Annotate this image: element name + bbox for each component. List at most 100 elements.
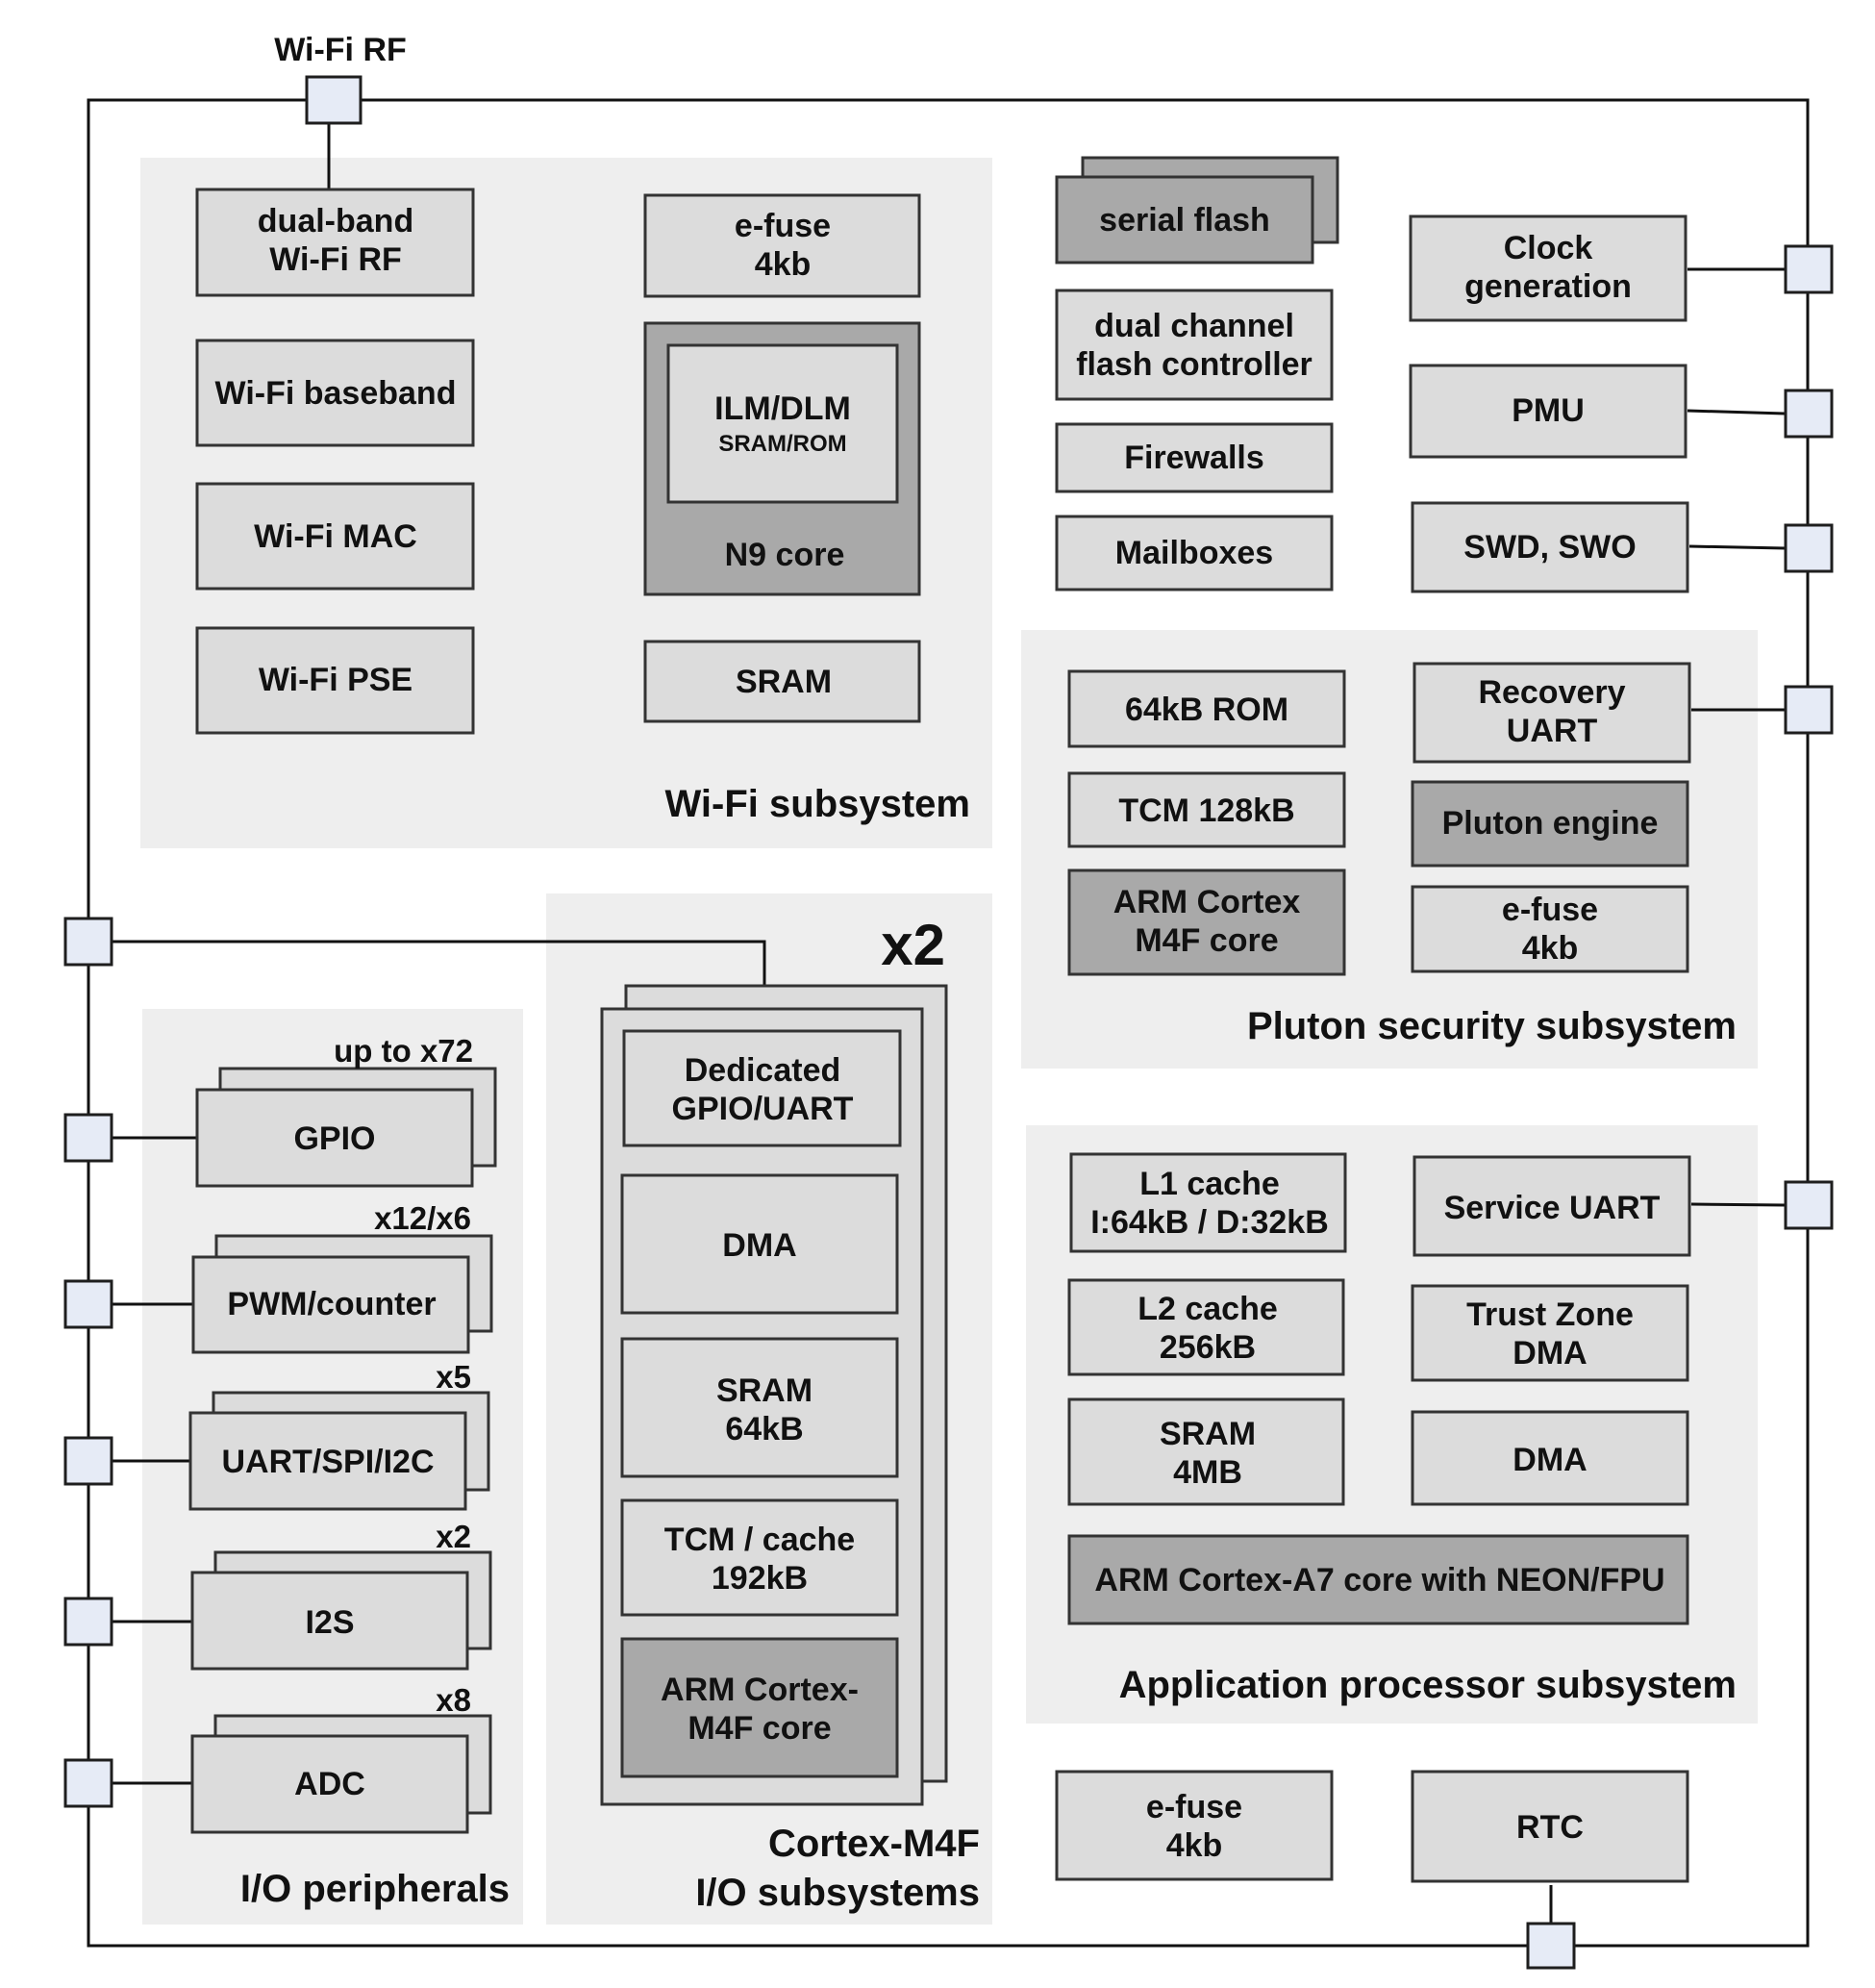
m4f-tcm-box (620, 1498, 899, 1617)
pwm-multiplier: x12/x6 (374, 1200, 471, 1236)
dedicated-gpio-uart-box (622, 1029, 902, 1147)
app-sram-box (1067, 1397, 1345, 1506)
wifi-baseband-box (195, 339, 475, 447)
service-uart-pad (1784, 1180, 1834, 1230)
serial-flash-label: serial flash (1099, 202, 1270, 239)
gpio-multiplier: up to x72 (334, 1033, 473, 1069)
l2-cache-box (1067, 1278, 1345, 1376)
pluton-tcm-box (1067, 771, 1346, 848)
m4f-arm-label: ARM Cortex-M4F core (661, 1672, 859, 1747)
swd-wire (1688, 544, 1786, 550)
l1-cache-box (1069, 1152, 1347, 1253)
app-subsystem-title: Application processor subsystem (1119, 1664, 1737, 1706)
i2s-multiplier: x2 (436, 1519, 471, 1554)
pwm-box (191, 1255, 470, 1354)
clock-generation-box (1409, 214, 1688, 322)
service-uart-wire (1690, 1202, 1786, 1207)
mailboxes-label: Mailboxes (1115, 535, 1273, 571)
pluton-tcm-label: TCM 128kB (1118, 793, 1294, 829)
app-dma-label: DMA (1512, 1442, 1587, 1478)
io-peripherals-title: I/O peripherals (240, 1868, 510, 1910)
wifi-efuse-box (643, 193, 921, 298)
swd-swo-label: SWD, SWO (1463, 529, 1636, 566)
swd-swo-box (1411, 501, 1689, 593)
dedicated-gpio-pad (63, 917, 113, 967)
wifi-pse-box (195, 626, 475, 735)
chip-outline (87, 98, 1810, 1948)
m4f-dma-box (620, 1173, 899, 1315)
firewalls-label: Firewalls (1124, 440, 1264, 476)
wifi-baseband-label: Wi-Fi baseband (215, 375, 457, 412)
wifi-mac-box (195, 482, 475, 591)
pluton-rom-box (1067, 669, 1346, 748)
ilm-dlm-sub-label: SRAM/ROM (718, 431, 846, 457)
rtc-pad (1526, 1922, 1576, 1970)
uart-spi-multiplier: x5 (436, 1359, 471, 1395)
dual-band-wifi-rf-box (195, 188, 475, 297)
pluton-rom-label: 64kB ROM (1125, 692, 1288, 728)
pmu-box (1409, 364, 1688, 459)
gpio-box (195, 1088, 474, 1188)
wifi-subsystem-title: Wi-Fi subsystem (665, 783, 970, 825)
i2s-pad (63, 1597, 113, 1647)
wifi-mac-label: Wi-Fi MAC (254, 518, 417, 555)
adc-label: ADC (294, 1766, 365, 1802)
service-uart-box (1412, 1155, 1691, 1257)
pwm-label: PWM/counter (227, 1286, 436, 1322)
bottom-efuse-box (1055, 1770, 1334, 1881)
m4f-dma-label: DMA (722, 1227, 796, 1264)
rtc-label: RTC (1516, 1809, 1584, 1846)
m4f-sram-box (620, 1337, 899, 1478)
adc-pad (63, 1758, 113, 1808)
pwm-pad (63, 1279, 113, 1329)
wifi-sram-label: SRAM (736, 664, 832, 700)
recovery-uart-box (1412, 662, 1691, 764)
wifi-pse-label: Wi-Fi PSE (259, 662, 412, 698)
pmu-wire (1687, 409, 1786, 415)
wifi-sram-box (643, 640, 921, 723)
wifi-rf-pin-label: Wi-Fi RF (274, 32, 407, 68)
gpio-pad (63, 1113, 113, 1163)
m4f-arm-box (620, 1637, 899, 1778)
trustzone-dma-box (1411, 1284, 1689, 1382)
service-uart-label: Service UART (1444, 1190, 1661, 1226)
cortex-a7-label: ARM Cortex-A7 core with NEON/FPU (1094, 1562, 1664, 1598)
firewalls-box (1055, 422, 1334, 493)
pluton-engine-box (1411, 780, 1689, 868)
uart-spi-label: UART/SPI/I2C (221, 1444, 434, 1480)
pmu-label: PMU (1512, 392, 1585, 429)
swd-pad (1784, 523, 1834, 573)
i2s-box (190, 1571, 469, 1671)
app-dma-box (1411, 1410, 1689, 1506)
flash-controller-box (1055, 289, 1334, 401)
ilm-dlm-box (666, 343, 899, 504)
uart-spi-box (188, 1411, 467, 1511)
cortex-a7-box (1067, 1534, 1689, 1625)
adc-multiplier: x8 (436, 1682, 471, 1718)
ilm-dlm-label: ILM/DLM (714, 390, 851, 427)
pluton-arm-box (1067, 868, 1346, 976)
wifi-rf-pad (305, 75, 362, 125)
gpio-label: GPIO (293, 1120, 375, 1157)
pluton-subsystem-title: Pluton security subsystem (1247, 1005, 1737, 1047)
n9-core-label: N9 core (725, 537, 845, 573)
clock-pad (1784, 244, 1834, 294)
pmu-pad (1784, 389, 1834, 439)
